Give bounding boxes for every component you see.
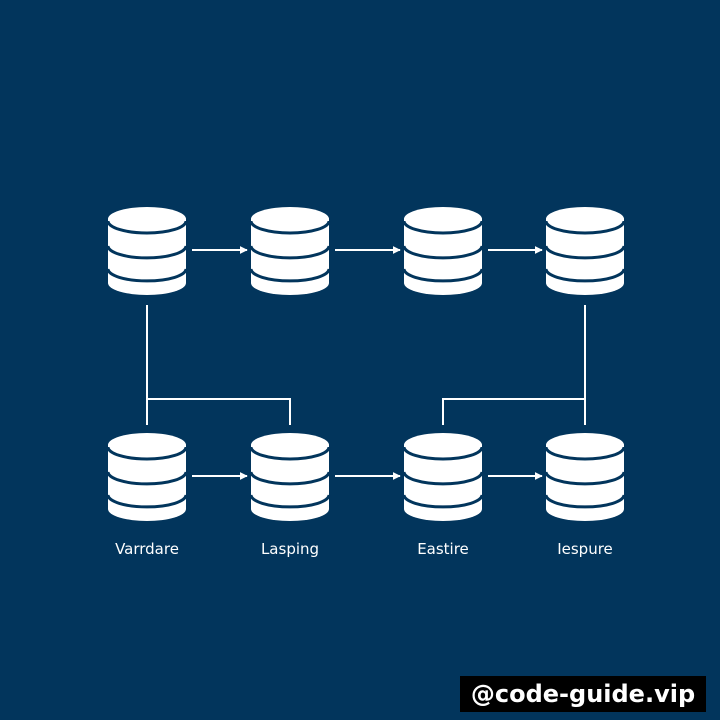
database-stripe-1 <box>544 220 626 235</box>
edges-layer <box>146 246 586 480</box>
database-stripe-2 <box>544 471 626 486</box>
nodes-layer: Varrdare Lasping Eastire Iespure <box>106 207 626 558</box>
database-icon: Eastire <box>402 433 484 558</box>
database-stripe-2 <box>402 245 484 260</box>
node-label-db-8: Iespure <box>557 540 613 558</box>
watermark: @code-guide.vip <box>460 676 706 712</box>
database-stripe-2 <box>402 471 484 486</box>
database-body <box>108 433 186 521</box>
database-stripe-3 <box>249 494 331 509</box>
database-stripe-2 <box>106 471 188 486</box>
edge-elbow-db-1-db-6 <box>146 305 291 425</box>
database-stripe-1 <box>106 220 188 235</box>
database-stripe-1 <box>402 446 484 461</box>
database-stripe-2 <box>249 245 331 260</box>
database-body <box>404 207 482 295</box>
database-body <box>251 207 329 295</box>
database-icon <box>402 207 484 295</box>
database-stripe-1 <box>249 220 331 235</box>
database-stripe-3 <box>249 268 331 283</box>
database-icon: Lasping <box>249 433 331 558</box>
database-stripe-3 <box>402 268 484 283</box>
database-stripe-3 <box>544 494 626 509</box>
node-label-db-5: Varrdare <box>115 540 179 558</box>
database-icon <box>249 207 331 295</box>
node-label-db-7: Eastire <box>417 540 469 558</box>
database-stripe-1 <box>402 220 484 235</box>
edge-elbow-db-4-db-7 <box>442 305 586 425</box>
database-body <box>404 433 482 521</box>
database-stripe-3 <box>106 494 188 509</box>
database-stripe-1 <box>106 446 188 461</box>
database-stripe-1 <box>249 446 331 461</box>
database-stripe-3 <box>544 268 626 283</box>
database-stripe-1 <box>544 446 626 461</box>
database-body <box>251 433 329 521</box>
database-icon: Varrdare <box>106 433 188 558</box>
database-body <box>546 207 624 295</box>
node-label-db-6: Lasping <box>261 540 319 558</box>
database-body <box>108 207 186 295</box>
database-icon: Iespure <box>544 433 626 558</box>
database-stripe-2 <box>249 471 331 486</box>
database-stripe-3 <box>106 268 188 283</box>
database-icon <box>544 207 626 295</box>
database-body <box>546 433 624 521</box>
database-icon <box>106 207 188 295</box>
database-stripe-2 <box>106 245 188 260</box>
database-stripe-2 <box>544 245 626 260</box>
database-stripe-3 <box>402 494 484 509</box>
